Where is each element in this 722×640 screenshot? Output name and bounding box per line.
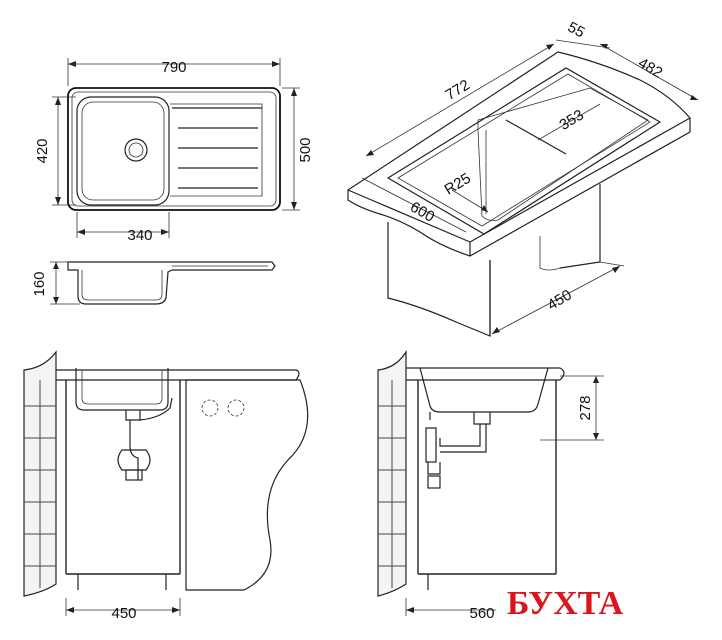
isometric-view: 772 55 482 353 R25 600 450	[347, 19, 699, 337]
dim-160: 160	[31, 271, 48, 296]
dim-55: 55	[565, 19, 588, 42]
dim-450-iso: 450	[545, 286, 575, 313]
drain-icon	[124, 138, 148, 162]
dim-420: 420	[34, 138, 51, 163]
dim-600: 600	[407, 198, 437, 225]
dim-340: 340	[127, 227, 152, 244]
dim-278: 278	[577, 395, 594, 420]
side-profile-view: 160	[31, 261, 276, 305]
dim-772: 772	[443, 76, 473, 103]
dim-560: 560	[469, 605, 494, 622]
logo-text: БУХТА	[507, 585, 624, 622]
dim-482: 482	[635, 54, 665, 81]
dim-790: 790	[161, 59, 186, 76]
side-section-view: 278 560	[377, 349, 604, 622]
bukhta-logo: БУХТА	[506, 584, 624, 623]
dim-353: 353	[557, 106, 587, 133]
dim-450-front: 450	[111, 605, 136, 622]
front-section-view: 450	[23, 350, 309, 622]
top-view: 790 420 500 340	[34, 58, 314, 244]
dim-500: 500	[297, 137, 314, 162]
dim-r25: R25	[442, 170, 474, 199]
